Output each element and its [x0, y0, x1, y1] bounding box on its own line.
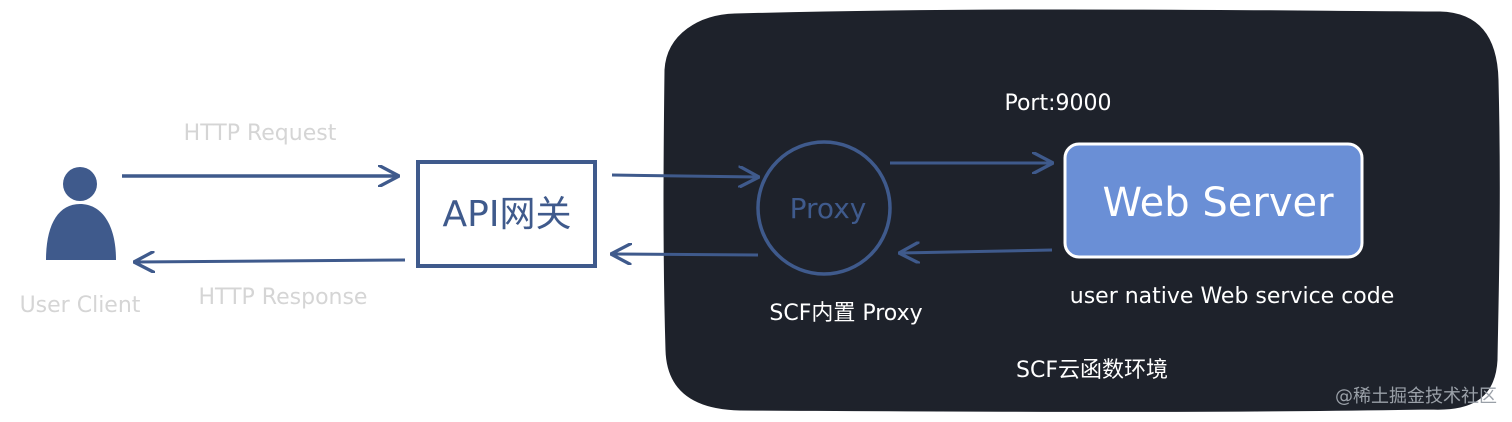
arrow-gateway-to-proxy: [611, 175, 758, 177]
scf-environment-label: SCF云函数环境: [1016, 358, 1168, 383]
response-arrow-gateway-to-user: [135, 260, 406, 262]
web-server-caption: user native Web service code: [1070, 284, 1395, 309]
proxy-label: Proxy: [790, 192, 867, 225]
watermark: @稀土掘金技术社区: [1335, 386, 1497, 407]
arrow-proxy-to-gateway: [612, 254, 759, 255]
api-gateway-box: [416, 160, 597, 268]
http-request-label: HTTP Request: [184, 121, 337, 146]
web-server-label: Web Server: [1102, 180, 1334, 226]
api-gateway-label: API网关: [443, 194, 572, 235]
arrow-server-to-proxy: [900, 250, 1053, 253]
proxy-caption: SCF内置 Proxy: [769, 301, 922, 326]
user-client-label: User Client: [20, 293, 141, 318]
user-icon: [46, 167, 116, 260]
proxy-circle: [756, 140, 892, 276]
port-label: Port:9000: [1004, 91, 1111, 116]
http-response-label: HTTP Response: [199, 285, 368, 310]
web-server-box: [1063, 142, 1364, 259]
